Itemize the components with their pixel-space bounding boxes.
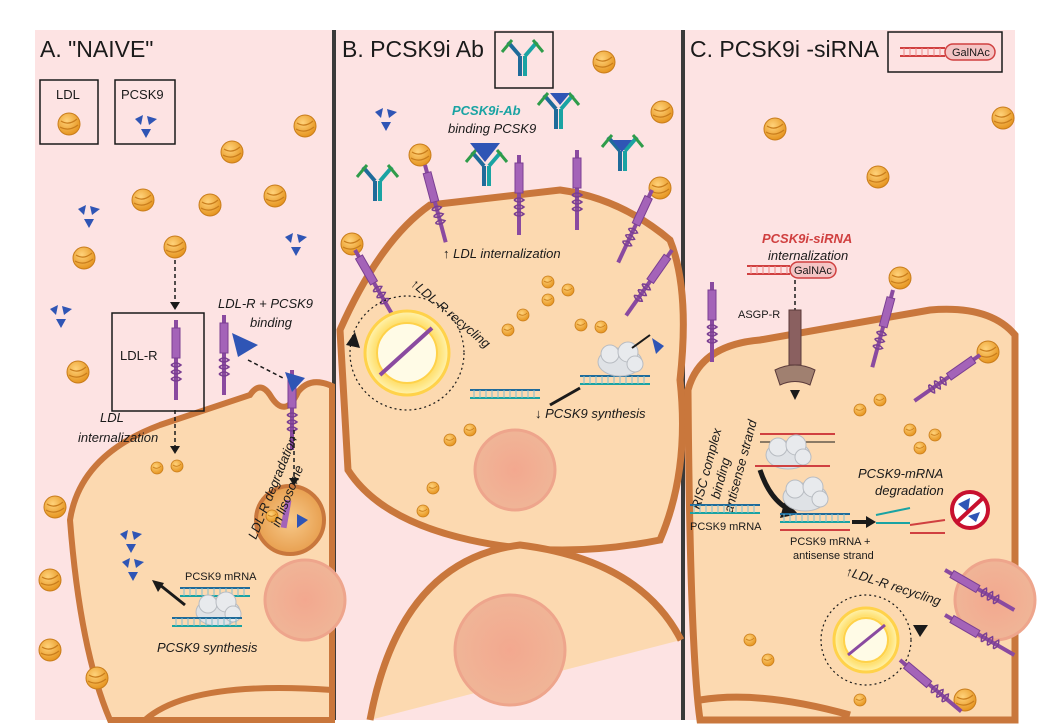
internalized-ldl (913, 441, 927, 455)
ldl-particle (220, 140, 244, 164)
internalized-ldl (928, 428, 942, 442)
ab-label-1: PCSK9i-Ab (452, 103, 521, 118)
ldl-particle (976, 340, 1000, 364)
internalized-ldl (853, 403, 867, 417)
panel-c: C. PCSK9i -siRNA GalNAc PCSK9i-siRNA int… (684, 31, 1037, 724)
internalized-ldl (541, 275, 555, 289)
internalized-ldl (516, 308, 530, 322)
ldlr-label: LDL-R (120, 348, 158, 363)
internalized-ldl (853, 693, 867, 707)
sirna-label-1: PCSK9i-siRNA (762, 231, 852, 246)
mrna-antisense-label-1: PCSK9 mRNA + (790, 536, 870, 548)
degradation-label-1: PCSK9-mRNA (858, 466, 943, 481)
asgpr-label: ASGP-R (738, 309, 780, 321)
internalized-ldl (903, 423, 917, 437)
internalized-ldl (170, 459, 184, 473)
recycling-ring (349, 295, 465, 411)
legend-sirna-icon: GalNAc (900, 43, 996, 61)
panel-c-title: C. PCSK9i -siRNA (690, 36, 880, 62)
ab-label-2: binding PCSK9 (448, 121, 536, 136)
panel-b-cell (336, 186, 687, 554)
ldl-particle (888, 266, 912, 290)
panel-a-mrna-label: PCSK9 mRNA (185, 571, 257, 583)
ldl-particle (650, 100, 674, 124)
internalized-ldl (574, 318, 588, 332)
ldlr-box (111, 312, 205, 412)
panel-a-cell-lower (143, 685, 333, 723)
mrna-antisense-label-2: antisense strand (793, 550, 874, 562)
panel-b-nucleus (473, 428, 557, 512)
internalized-ldl (873, 393, 887, 407)
internalized-ldl (561, 283, 575, 297)
internalized-ldl (416, 504, 430, 518)
risc-complex (765, 434, 812, 470)
ldl-particle-internalizing (163, 235, 187, 259)
ldl-particle (866, 165, 890, 189)
panel-c-recycling-ring (820, 594, 912, 686)
internalized-ldl (761, 653, 775, 667)
ldl-particle (763, 117, 787, 141)
ldl-internalization-label-1: LDL (100, 410, 124, 425)
ldl-particle (648, 176, 672, 200)
panel-b-synthesis: ↓ PCSK9 synthesis (535, 406, 646, 421)
ldl-particle (85, 666, 109, 690)
ldl-internalization-label-2: internalization (78, 430, 158, 445)
panel-a-synthesis-label: PCSK9 synthesis (157, 640, 258, 655)
internalized-ldl (426, 481, 440, 495)
ldl-particle (38, 568, 62, 592)
panel-b-ribosome (597, 341, 644, 377)
legend-antibody-box (494, 31, 554, 89)
pcsk9-bound (232, 333, 258, 357)
ldl-particle (592, 50, 616, 74)
svg-text:GalNAc: GalNAc (952, 47, 990, 59)
ldl-particle (38, 638, 62, 662)
internalized-ldl (541, 293, 555, 307)
internalized-ldl (443, 433, 457, 447)
panel-b-title: B. PCSK9i Ab (342, 36, 484, 62)
binding-label-1: LDL-R + PCSK9 (218, 296, 313, 311)
internalized-ldl (743, 633, 757, 647)
panel-c-mrna-label: PCSK9 mRNA (690, 521, 762, 533)
lysosome (254, 484, 326, 556)
legend-ldl-label: LDL (56, 87, 80, 102)
panel-b-nucleus-2 (453, 593, 567, 707)
binding-label-2: binding (250, 315, 293, 330)
ldl-particle (408, 143, 432, 167)
ldl-particle (263, 184, 287, 208)
ldl-particle (66, 360, 90, 384)
legend-ldl-box (39, 79, 99, 145)
ldl-particle (198, 193, 222, 217)
legend-pcsk9-label: PCSK9 (121, 87, 164, 102)
sirna-label-2: internalization (768, 248, 848, 263)
panel-b-internalization: ↑ LDL internalization (443, 246, 561, 261)
ldl-particle (72, 246, 96, 270)
panel-c-cell (684, 305, 1019, 724)
no-pcsk9-icon (950, 490, 990, 530)
panel-a-title: A. "NAIVE" (40, 36, 153, 62)
ldl-particle (991, 106, 1015, 130)
legend-pcsk9-box (114, 79, 176, 145)
internalized-ldl (150, 461, 164, 475)
sirna-molecule: GalNAc (747, 261, 837, 279)
risc-bound (782, 476, 829, 512)
panel-c-cell-lower (699, 693, 851, 719)
panel-a-nucleus (263, 558, 347, 642)
ldl-particle (43, 495, 67, 519)
legend-ldl-icon (57, 112, 81, 136)
panel-b: B. PCSK9i Ab PCSK9i-Ab binding PCSK9 ↑ L… (336, 31, 687, 721)
internalized-ldl (463, 423, 477, 437)
asgpr-receptor (788, 309, 802, 366)
degradation-label-2: degradation (875, 483, 944, 498)
ldl-particle (131, 188, 155, 212)
panel-a: A. "NAIVE" LDL PCSK9 LDL-R LDL internali… (38, 36, 347, 723)
internalized-ldl (501, 323, 515, 337)
legend-sirna-box (887, 31, 1003, 73)
ldl-particle (293, 114, 317, 138)
ldl-particle (340, 232, 364, 256)
internalized-ldl (594, 320, 608, 334)
svg-text:GalNAc: GalNAc (794, 265, 832, 277)
